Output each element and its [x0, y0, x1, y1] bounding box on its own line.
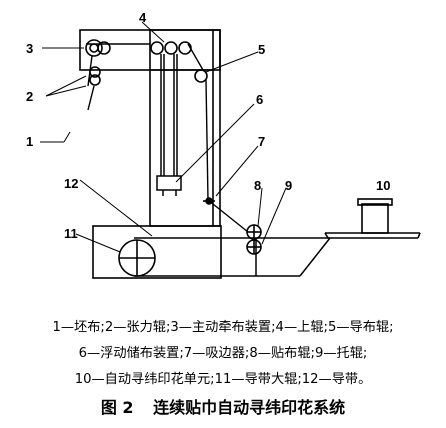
- machine-frame: [79, 29, 222, 279]
- legend-line-1: 1—坯布;2—张力辊;3—主动牵布装置;4—上辊;5—导布辊;: [52, 320, 394, 335]
- figure-title: 连续贴巾自动寻纬印花系统: [153, 398, 346, 417]
- ref-label-11: 11: [64, 226, 78, 241]
- fabric-path: [86, 43, 249, 233]
- leader-lines: [40, 21, 287, 253]
- ref-label-9: 9: [285, 178, 292, 193]
- upper-roller: [150, 41, 164, 55]
- ref-label-3: 3: [26, 41, 33, 56]
- tension-roller: [89, 74, 101, 86]
- system-diagram: 3 4 5 2 6 1 7 12 8 9 10 11: [26, 10, 421, 279]
- cloth-guide-roller: [194, 69, 208, 83]
- legend-line-2: 6—浮动储布装置;7—吸边器;8—贴布辊;9—托辊;: [78, 346, 368, 361]
- ref-label-4: 4: [139, 10, 147, 25]
- belt-drive-roller: [118, 239, 156, 277]
- legend-line-3: 10—自动寻纬印花单元;11—导带大辊;12—导带。: [74, 372, 372, 387]
- ref-label-5: 5: [258, 42, 265, 57]
- ref-label-2: 2: [26, 89, 33, 104]
- ref-label-10: 10: [376, 178, 390, 193]
- reference-numbers: 3 4 5 2 6 1 7 12 8 9 10 11: [26, 10, 390, 241]
- main-pull-roller: [85, 39, 103, 57]
- upper-roller: [164, 41, 178, 55]
- upper-roller: [178, 41, 192, 55]
- ref-label-8: 8: [254, 178, 261, 193]
- ref-label-6: 6: [256, 92, 263, 107]
- floating-storage: [156, 54, 182, 196]
- attach-support-rollers: [246, 224, 262, 255]
- roller-group-top: [85, 39, 208, 86]
- ref-label-12: 12: [64, 176, 78, 191]
- ref-label-1: 1: [26, 134, 33, 149]
- figure-caption: 图 2 连续贴巾自动寻纬印花系统: [0, 398, 446, 418]
- edge-suction-device: [203, 197, 215, 205]
- ref-label-7: 7: [258, 134, 265, 149]
- figure-number: 图 2: [100, 398, 134, 417]
- printing-unit: [324, 198, 421, 239]
- conveyor-belt: [134, 237, 331, 277]
